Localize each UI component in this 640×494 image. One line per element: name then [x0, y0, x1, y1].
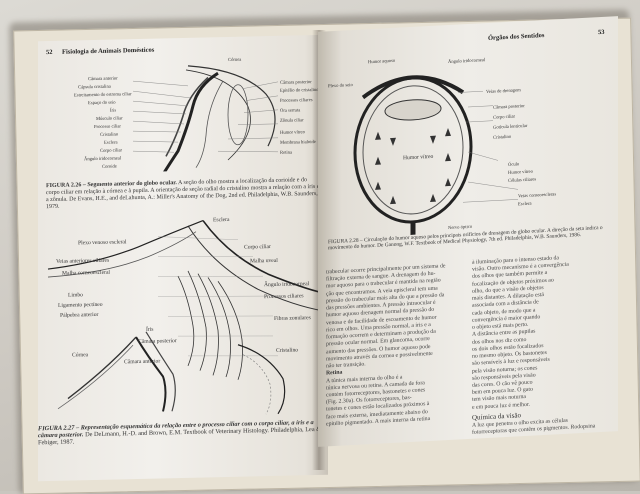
- fig27-label: Fibras zonulares: [274, 315, 311, 322]
- fig28-label: Cristalino: [493, 133, 512, 140]
- fig26-label: Íris: [110, 107, 117, 113]
- fig26-label: Membrana hialoide: [280, 138, 316, 145]
- fig27-label: Malha corneoescleral: [62, 269, 110, 277]
- fig27-label: Limbo: [68, 292, 83, 299]
- fig26-label: Coroide: [102, 163, 117, 169]
- fig26-label: Ângulo iridocorneal: [84, 155, 122, 162]
- fig26-label: Corpo ciliar: [100, 147, 123, 153]
- fig27-label: Corpo ciliar: [244, 244, 271, 251]
- fig26-label: Cápsula cristalina: [78, 83, 111, 90]
- fig26-label: Músculo ciliar: [96, 115, 123, 121]
- fig26-label: Câmara posterior: [280, 79, 312, 85]
- fig27-label: Processos ciliares: [264, 293, 304, 301]
- fig26-label: Câmara anterior: [88, 75, 118, 82]
- fig26-label: Processos ciliares: [280, 97, 313, 103]
- fig26-label: Esclera: [104, 139, 118, 145]
- fig26-label: Espaço do seio: [88, 99, 116, 106]
- text-column-2: à iluminação para o intenso estado da vi…: [472, 252, 612, 436]
- fig27-label: Câmara anterior: [124, 358, 161, 366]
- right-running-head: Órgãos dos Sentidos: [488, 31, 545, 42]
- figure-2-28-drawing: [353, 75, 519, 236]
- fig26-label: Ora serrata: [280, 107, 301, 113]
- fig26-label: Retina: [280, 149, 292, 155]
- text-column-1: trabecular ocorre principalmente por um …: [326, 262, 466, 428]
- fig27-label: Íris: [146, 326, 154, 333]
- fig26-label: Humor vítreo: [280, 129, 305, 135]
- right-page-number: 53: [598, 28, 605, 37]
- fig26-label: Cristalino: [100, 131, 119, 137]
- left-running-head: Fisiologia de Animais Domésticos: [62, 46, 155, 56]
- fig27-label: Malha uveal: [250, 257, 278, 265]
- fig28-label: Óculo: [508, 161, 520, 167]
- fig27-label: Ligamento pectíneo: [58, 301, 103, 309]
- fig26-label: Córnea: [228, 56, 242, 62]
- left-page: 52 Fisiologia de Animais Domésticos Câma…: [38, 34, 328, 482]
- fig26-label: Zônula ciliar: [280, 117, 304, 123]
- fig27-label: Câmara posterior: [138, 338, 177, 346]
- fig27-label: Pálpebra anterior: [60, 311, 99, 319]
- fig27-label: Veias anteriores ciliares: [56, 257, 110, 265]
- right-page: Órgãos dos Sentidos 53 Humor aquoso Ângu…: [318, 16, 618, 447]
- fig28-label: Esclera: [518, 200, 532, 207]
- fig27-label: Plexo venoso escleral: [78, 239, 127, 247]
- fig27-label: Esclera: [213, 216, 230, 224]
- fig27-label: Córnea: [72, 352, 89, 359]
- fig26-label: Processo ciliar: [94, 123, 121, 130]
- fig27-label: Cristalino: [276, 347, 299, 354]
- fig27-label: Ângulo iridocorneal: [264, 281, 310, 289]
- figure-2-26-drawing: [132, 65, 279, 175]
- fig26-caption: FIGURA 2.26 – Segmento anterior do globo…: [46, 177, 322, 211]
- figure-2-27-drawing: [47, 219, 324, 415]
- left-page-number: 52: [46, 48, 53, 57]
